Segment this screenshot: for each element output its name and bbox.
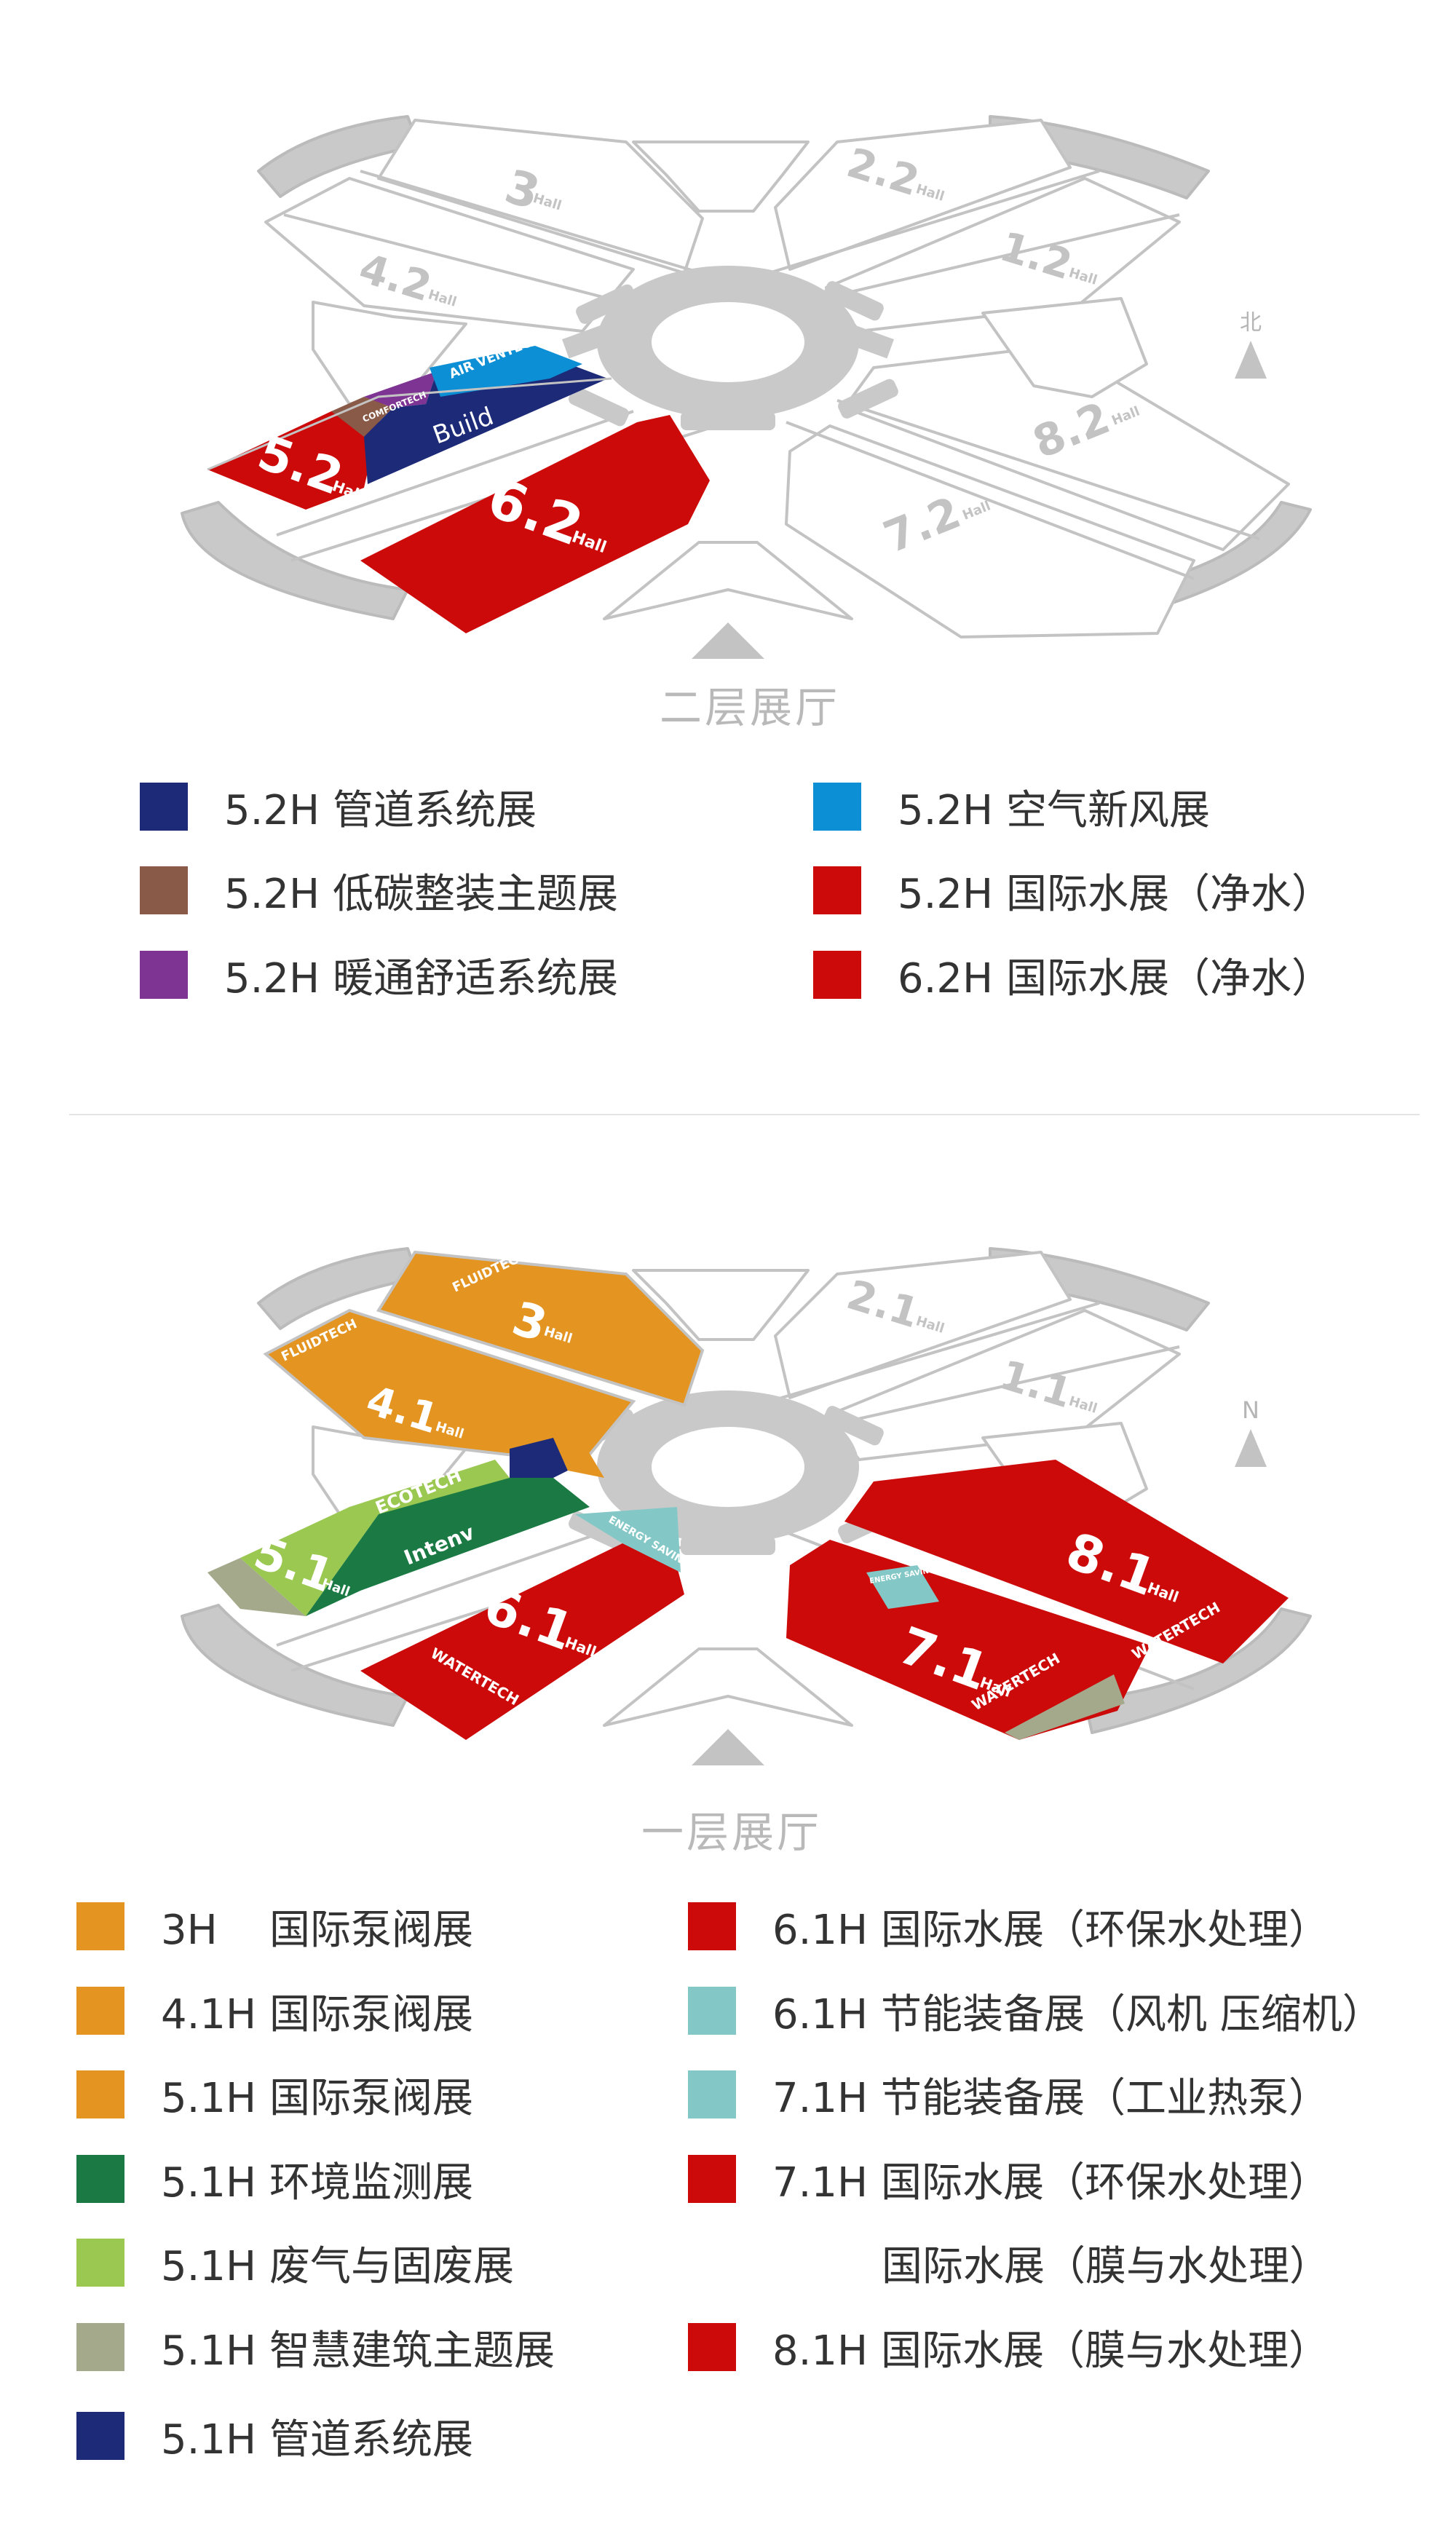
upper-compass-label: 北: [1240, 310, 1262, 336]
legend-swatch: [813, 783, 861, 831]
lower-legend-item-1: 3H 国际泵阀展: [76, 1901, 473, 1954]
lower-funnel-bottom: [603, 1647, 853, 1727]
legend-label: 5.2H 管道系统展: [224, 786, 537, 834]
lower-hall-7-1: [786, 1540, 1150, 1740]
lower-compass: N: [1235, 1396, 1267, 1467]
lower-legend-item-8: 6.1H 国际水展（环保水处理）: [688, 1901, 1329, 1954]
lower-legend-item-9: 6.1H 节能装备展（风机 压缩机）: [688, 1985, 1383, 2038]
lower-central-ring: [597, 1390, 859, 1543]
north-arrow-icon: [1235, 341, 1267, 379]
legend-swatch: [140, 866, 188, 914]
legend-label: 5.1H 废气与固废展: [161, 2242, 514, 2290]
upper-legend-item-2: 5.2H 低碳整装主题展: [140, 865, 618, 918]
legend-label: 4.1H 国际泵阀展: [161, 1990, 473, 2038]
upper-hall-5-2: [207, 346, 612, 510]
lower-hall-6-1: [360, 1507, 684, 1740]
lower-legend-item-5: 5.1H 废气与固废展: [76, 2237, 514, 2290]
legend-label: 6.1H 节能装备展（风机 压缩机）: [772, 1990, 1383, 2038]
legend-swatch: [688, 2070, 736, 2118]
legend-swatch: [76, 2155, 124, 2203]
lower-funnel-top: [632, 1269, 810, 1341]
lower-hall-3: [376, 1250, 705, 1407]
lower-legend-item-7: 5.1H 管道系统展: [76, 2410, 473, 2464]
legend-label: 5.2H 国际水展（净水）: [898, 870, 1332, 918]
legend-swatch: [688, 1902, 736, 1950]
lower-entrance-triangle-icon: [692, 1729, 764, 1765]
upper-hall-6-2: [360, 415, 710, 633]
lower-legend-item-2: 4.1H 国际泵阀展: [76, 1985, 473, 2038]
lower-legend-item-4: 5.1H 环境监测展: [76, 2153, 473, 2207]
upper-central-ring: [562, 266, 894, 419]
legend-swatch: [688, 2323, 736, 2371]
legend-label: 5.2H 暖通舒适系统展: [224, 954, 618, 1002]
upper-compass: 北: [1235, 310, 1267, 379]
legend-swatch: [76, 2412, 124, 2460]
lower-arc-bottom-left: [181, 1604, 409, 1727]
upper-hall-3: [377, 119, 704, 274]
upper-legend-item-5: 5.2H 国际水展（净水）: [813, 865, 1332, 918]
legend-swatch: [76, 2070, 124, 2118]
lower-hall-5-1: [207, 1438, 604, 1616]
lower-hall-4-1: [263, 1308, 636, 1465]
legend-label: 8.1H 国际水展（膜与水处理）: [772, 2327, 1329, 2375]
upper-legend-item-1: 5.2H 管道系统展: [140, 781, 537, 834]
legend-label: 6.2H 国际水展（净水）: [898, 954, 1332, 1002]
legend-label: 7.1H 节能装备展（工业热泵）: [772, 2074, 1329, 2122]
legend-label: 国际水展（膜与水处理）: [882, 2242, 1330, 2290]
legend-swatch: [813, 866, 861, 914]
legend-swatch: [688, 1987, 736, 2035]
legend-label: 5.1H 国际泵阀展: [161, 2074, 473, 2122]
upper-legend-item-3: 5.2H 暖通舒适系统展: [140, 949, 618, 1002]
upper-legend-item-6: 6.2H 国际水展（净水）: [813, 949, 1332, 1002]
legend-label: 5.2H 低碳整装主题展: [224, 870, 618, 918]
lower-compass-label: N: [1242, 1396, 1259, 1424]
legend-label: 5.1H 管道系统展: [161, 2416, 473, 2464]
upper-entrance-triangle-icon: [692, 622, 764, 659]
lower-legend-item-3: 5.1H 国际泵阀展: [76, 2069, 473, 2122]
legend-swatch: [76, 1902, 124, 1950]
upper-wing-right: [981, 297, 1148, 398]
lower-floor-title: 一层展厅: [641, 1808, 822, 1857]
lower-legend-item-10: 7.1H 节能装备展（工业热泵）: [688, 2069, 1329, 2122]
legend-swatch: [76, 2323, 124, 2371]
upper-hall-2-2: [774, 119, 1072, 271]
upper-legend-item-4: 5.2H 空气新风展: [813, 781, 1210, 834]
legend-swatch: [140, 783, 188, 831]
lower-arc-bottom-right: [1083, 1607, 1312, 1734]
legend-label: 5.1H 智慧建筑主题展: [161, 2327, 555, 2375]
north-arrow-icon: [1235, 1429, 1267, 1467]
legend-label: 6.1H 国际水展（环保水处理）: [772, 1906, 1329, 1954]
legend-label: 7.1H 国际水展（环保水处理）: [772, 2159, 1329, 2207]
upper-floor-title: 二层展厅: [659, 683, 840, 732]
upper-hall-7-2: [785, 424, 1195, 638]
lower-hall-8-1: [844, 1460, 1289, 1663]
legend-label: 3H 国际泵阀展: [161, 1906, 473, 1954]
upper-funnel-top: [632, 141, 810, 213]
legend-swatch: [813, 951, 861, 999]
lower-legend-item-13: 8.1H 国际水展（膜与水处理）: [688, 2322, 1329, 2375]
legend-swatch: [688, 2155, 736, 2203]
lower-legend-item-11: 7.1H 国际水展（环保水处理）: [688, 2153, 1329, 2207]
lower-legend-item-6: 5.1H 智慧建筑主题展: [76, 2322, 555, 2375]
lower-hall-2-1: [774, 1251, 1072, 1399]
upper-funnel-bottom: [603, 541, 853, 620]
lower-legend-item-12: 国际水展（膜与水处理）: [882, 2237, 1330, 2290]
legend-label: 5.1H 环境监测展: [161, 2159, 473, 2207]
legend-swatch: [76, 2239, 124, 2287]
section-divider: [69, 1114, 1420, 1115]
legend-swatch: [76, 1987, 124, 2035]
legend-swatch: [140, 951, 188, 999]
legend-label: 5.2H 空气新风展: [898, 786, 1210, 834]
